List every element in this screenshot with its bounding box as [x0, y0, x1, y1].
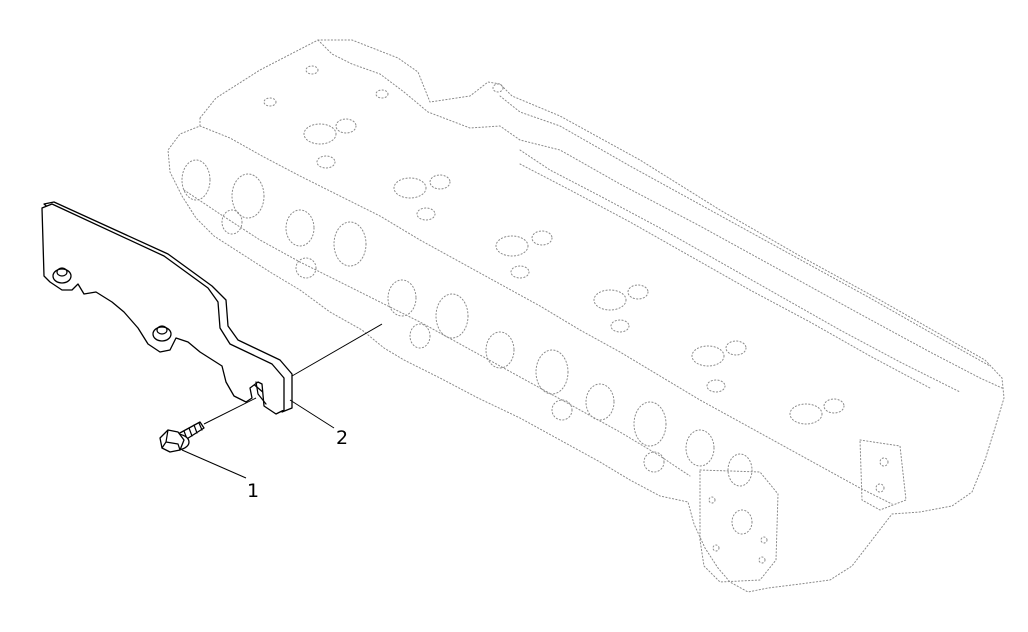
- leader-line-part-2: [289, 399, 335, 429]
- leader-lines: [181, 323, 383, 479]
- bolt-hex-face: [161, 429, 181, 451]
- shield-plate: [41, 201, 293, 415]
- top-deck-edge: [317, 39, 1003, 389]
- callout-part-2: 2: [336, 427, 348, 449]
- bolt-threads: [183, 422, 203, 440]
- leader-line-part-1: [181, 449, 247, 479]
- assembly-line-plate-to-head: [291, 323, 383, 377]
- front-face-edge: [199, 125, 893, 505]
- shield-plate-front: [41, 203, 285, 415]
- end-plate: [699, 439, 907, 583]
- plate-bolt-middle-inner: [156, 325, 168, 335]
- rocker-rail: [519, 149, 961, 393]
- valve-seats: [303, 118, 845, 425]
- port-openings: [181, 159, 753, 487]
- flange-bolt: [159, 421, 205, 453]
- head-bolt-bosses: [263, 65, 726, 393]
- plate-bolt-left-inner: [56, 267, 68, 277]
- front-face-lower-edge: [183, 189, 691, 477]
- assembly-line-bolt-to-plate: [203, 397, 257, 425]
- rocker-rail-2: [519, 163, 931, 389]
- cylinder-head-phantom: [167, 39, 1005, 593]
- bolt-hex-head: [159, 429, 185, 453]
- cylinder-head-outline: [167, 39, 1005, 593]
- top-deck-edge-inner: [499, 95, 991, 367]
- callout-part-1: 1: [247, 480, 259, 502]
- shield-plate-slot: [255, 381, 267, 405]
